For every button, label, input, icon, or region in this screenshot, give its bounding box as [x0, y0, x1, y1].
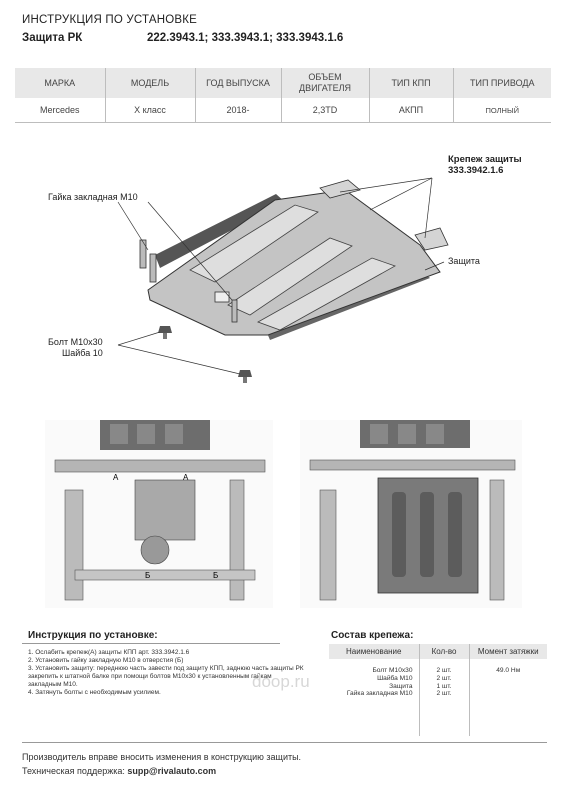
kit-header-row: Наименование Кол-во Момент затяжки: [329, 644, 547, 659]
spec-header-row: МАРКА МОДЕЛЬ ГОД ВЫПУСКА ОБЪЕМ ДВИГАТЕЛЯ…: [15, 68, 551, 98]
kit-item-qty: 2 шт.: [436, 667, 452, 674]
bolt-icon: [158, 326, 172, 339]
kit-item-qty: 1 шт.: [436, 682, 452, 690]
kit-item-name: Болт М10х30: [372, 667, 413, 674]
spec-cell-drive: ПОЛНЫЙ: [452, 98, 551, 123]
spec-header-cell: ТИП ПРИВОДА: [452, 68, 551, 98]
support-label: Техническая поддержка:: [22, 766, 125, 776]
kit-torque-cell: 49.0 Нм: [468, 659, 547, 736]
kit-names-cell: Болт М10х30 Шайба М10 Защита Гайка закла…: [329, 659, 419, 736]
marker-a: А: [113, 473, 119, 482]
kit-qty-cell: 2 шт. 2 шт. 1 шт. 2 шт.: [418, 659, 469, 736]
product-name: Защита РК: [22, 32, 83, 44]
bolt-icon: [238, 370, 252, 383]
fastener-label: Крепеж защиты: [448, 154, 522, 165]
photo-after: [300, 420, 522, 608]
kit-header-cell: Наименование: [329, 644, 419, 659]
spec-cell-model: X класс: [104, 98, 195, 123]
spec-header-cell: МАРКА: [15, 68, 105, 98]
kit-header-cell: Момент затяжки: [468, 644, 547, 659]
vehicle-spec-table: МАРКА МОДЕЛЬ ГОД ВЫПУСКА ОБЪЕМ ДВИГАТЕЛЯ…: [15, 68, 551, 123]
marker-a: А: [183, 473, 189, 482]
instruction-step: закрепить к штатной балке при помощи бол…: [28, 673, 272, 680]
photo-before: А А Б Б: [45, 420, 273, 608]
kit-header-cell: Кол-во: [418, 644, 469, 659]
kit-item-qty: 2 шт.: [436, 690, 452, 698]
watermark: doop.ru: [252, 672, 310, 691]
shield-diagram: [117, 177, 449, 383]
fastener-code: 333.3942.1.6: [448, 165, 504, 176]
washer-label: Шайба 10: [62, 348, 103, 358]
instruction-step: закладным М10.: [28, 681, 78, 688]
footer-disclaimer: Производитель вправе вносить изменения в…: [22, 752, 302, 762]
kit-item-name: Гайка закладная М10: [346, 690, 413, 698]
shield-label: Защита: [448, 256, 480, 266]
kit-data-row: Болт М10х30 Шайба М10 Защита Гайка закла…: [329, 659, 547, 736]
spec-header-cell: ГОД ВЫПУСКА: [194, 68, 281, 98]
nut-plate: [139, 239, 147, 269]
marker-b: Б: [145, 571, 150, 580]
kit-item-name: Защита: [389, 682, 413, 690]
spec-cell-year: 2018-: [194, 98, 281, 123]
instruction-step: 2. Установить гайку закладную М10 в отве…: [28, 657, 184, 664]
spec-cell-engine: 2,3TD: [280, 98, 369, 123]
instruction-step: 1. Ослабить крепеж(А) защиты КПП арт. 33…: [28, 649, 190, 656]
nut-label: Гайка закладная М10: [48, 192, 138, 202]
footer-support: Техническая поддержка: supp@rivalauto.co…: [22, 766, 216, 776]
spec-cell-gearbox: АКПП: [368, 98, 453, 123]
spec-data-row: Mercedes X класс 2018- 2,3TD АКПП ПОЛНЫЙ: [15, 98, 551, 123]
instructions-title: Инструкция по установке:: [28, 630, 158, 641]
divider: [22, 643, 280, 644]
spec-header-cell: ОБЪЕМ ДВИГАТЕЛЯ: [280, 68, 369, 98]
product-codes: 222.3943.1; 333.3943.1; 333.3943.1.6: [147, 32, 344, 44]
instruction-step: 3. Установить защиту: переднюю часть зав…: [28, 665, 304, 672]
instruction-step: 4. Затянуть болты с необходимым усилием.: [28, 689, 161, 696]
kit-title: Состав крепежа:: [331, 630, 414, 641]
spec-cell-brand: Mercedes: [39, 105, 80, 115]
kit-item-name: Шайба М10: [377, 674, 413, 682]
spec-header-cell: ТИП КПП: [368, 68, 453, 98]
footer-divider: [22, 742, 547, 743]
bolt-label: Болт М10х30: [48, 337, 103, 347]
spec-header-cell: МОДЕЛЬ: [104, 68, 195, 98]
marker-b: Б: [213, 571, 218, 580]
kit-item-qty: 2 шт.: [436, 674, 452, 682]
kit-table: Наименование Кол-во Момент затяжки Болт …: [329, 644, 547, 736]
kit-torque: 49.0 Нм: [496, 667, 521, 674]
support-email-link[interactable]: supp@rivalauto.com: [127, 766, 217, 776]
doc-title: ИНСТРУКЦИЯ ПО УСТАНОВКЕ: [22, 14, 198, 26]
